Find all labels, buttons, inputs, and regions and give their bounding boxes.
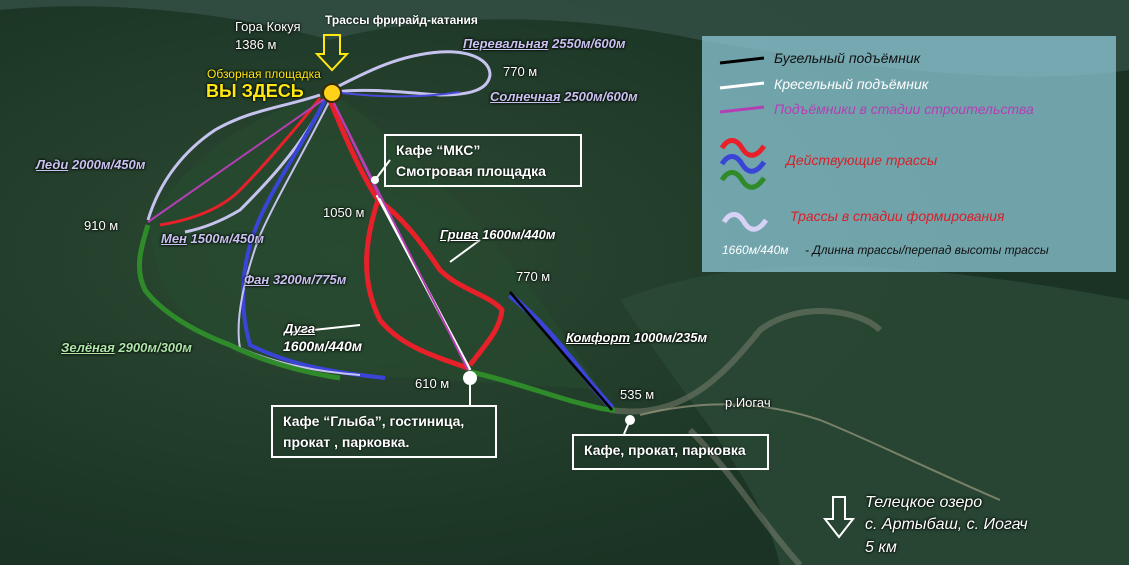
legend: Бугельный подъёмник Кресельный подъёмник… <box>702 36 1116 272</box>
trail-solnechnaya-label: Солнечная 2500м/600м <box>490 89 638 104</box>
cafe-glyba-line1: Кафе “Глыба”, гостиница, <box>283 413 465 429</box>
legend-active-green-icon <box>719 170 767 190</box>
draglift-line <box>509 291 613 411</box>
trail-griva-label: Грива 1600м/440м <box>440 227 556 242</box>
cafe-mks-box: Кафе “МКС” Смотровая площадка <box>384 134 582 187</box>
cafe-mks-line1: Кафе “МКС” <box>396 142 481 158</box>
peak-name: Гора Кокуя <box>235 19 301 34</box>
direction-line3: 5 км <box>865 539 897 556</box>
pointer-mks <box>374 159 391 181</box>
terrain-ridge-right <box>620 266 1129 565</box>
trail-komfort-label: Комфорт 1000м/235м <box>566 330 708 345</box>
cafe-mks-line2: Смотровая площадка <box>396 163 546 179</box>
trail-fan-line <box>241 99 386 380</box>
griva-pointer <box>449 239 481 263</box>
direction-arrow-icon <box>822 496 856 539</box>
direction-line2: с. Артыбаш, с. Иогач <box>865 516 1028 533</box>
viewpoint-label: Обзорная площадка <box>207 67 321 81</box>
legend-draglift-swatch <box>719 56 765 65</box>
legend-draglift-label: Бугельный подъёмник <box>774 50 921 66</box>
river-label: р.Иогач <box>725 395 771 410</box>
peak-height: 1386 м <box>235 37 277 52</box>
legend-chairlift-label: Кресельный подъёмник <box>774 76 929 92</box>
trail-fan-label: Фан 3200м/775м <box>244 272 347 287</box>
trail-komfort-green-line <box>469 369 616 413</box>
river-valley <box>609 308 883 565</box>
legend-construction-swatch <box>719 105 765 114</box>
height-910: 910 м <box>84 218 119 233</box>
height-1050: 1050 м <box>323 205 365 220</box>
legend-active-label: Действующие трассы <box>786 152 938 168</box>
trail-zelenaya-label: Зелёная 2900м/300м <box>61 340 192 355</box>
legend-construction-label: Подъёмники в стадии строительства <box>774 101 1034 117</box>
direction-line1: Телецкое озеро <box>865 494 983 511</box>
trail-ledi-line <box>146 93 321 221</box>
you-are-here-label: ВЫ ЗДЕСЬ <box>206 81 304 101</box>
you-are-here-marker <box>322 83 342 103</box>
trail-men-label: Мен 1500м/450м <box>161 231 265 246</box>
cafe-glyba-box: Кафе “Глыба”, гостиница, прокат , парков… <box>271 405 497 458</box>
trail-ledi-red-line <box>159 97 322 227</box>
pointer-bottom <box>623 419 631 435</box>
legend-length-desc: - Длинна трассы/перепад высоты трассы <box>805 243 1049 257</box>
legend-symbols <box>719 56 769 232</box>
cafe-bottom-box: Кафе, прокат, парковка <box>572 434 769 470</box>
freeride-label: Трассы фрирайд-катания <box>325 13 478 27</box>
trail-ledi-label: Леди 2000м/450м <box>36 157 146 172</box>
trail-zelenaya-line <box>137 224 341 381</box>
trail-duga-spec: 1600м/440м <box>283 338 363 354</box>
height-770-top: 770 м <box>503 64 538 79</box>
trail-perevalnaya-label: Перевальная 2550м/600м <box>463 36 626 51</box>
construction-lift-line-1 <box>147 94 331 223</box>
legend-forming-icon <box>721 212 769 232</box>
height-535: 535 м <box>620 387 655 402</box>
height-610: 610 м <box>415 376 450 391</box>
legend-active-blue-icon <box>719 154 767 174</box>
legend-forming-label: Трассы в стадии формирования <box>790 208 1005 224</box>
freeride-arrow-icon <box>314 34 350 72</box>
legend-active-red-icon <box>719 138 767 158</box>
trail-duga-name: Дуга <box>284 321 315 336</box>
trail-duga-line <box>327 99 469 371</box>
trail-griva-line <box>376 197 505 367</box>
cafe-glyba-line2: прокат , парковка. <box>283 434 410 450</box>
trail-fan-lavender-line <box>237 99 361 376</box>
legend-length-example: 1660м/440м <box>722 243 789 257</box>
height-770-mid: 770 м <box>516 269 551 284</box>
trail-solnechnaya-line <box>334 91 461 98</box>
road <box>639 403 1001 501</box>
trail-perevalnaya-line <box>334 50 492 97</box>
duga-underline <box>284 324 361 334</box>
legend-chairlift-swatch <box>719 81 765 90</box>
